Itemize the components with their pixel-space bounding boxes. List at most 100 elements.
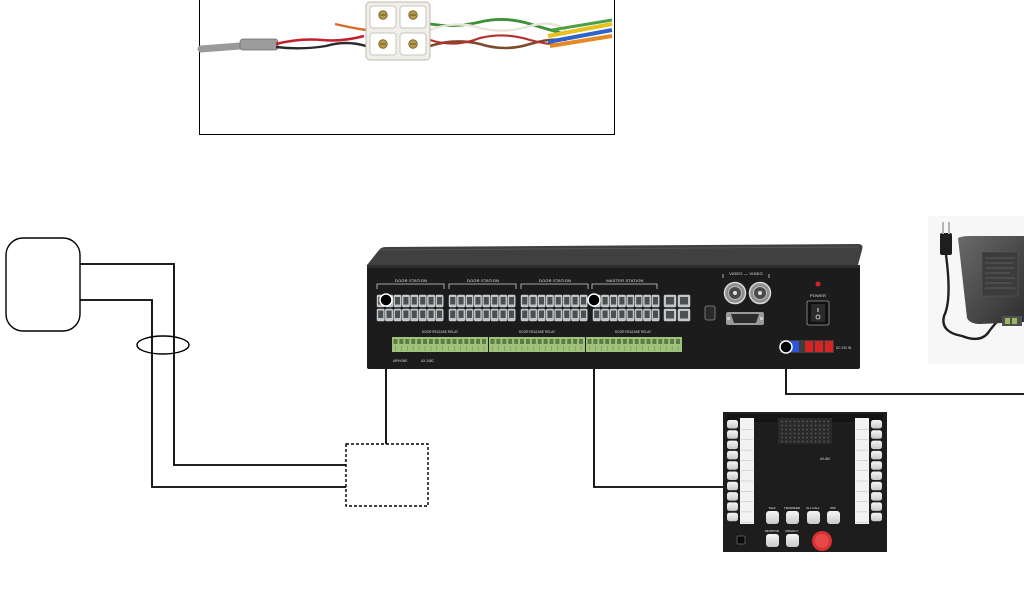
rj-jack (474, 294, 482, 308)
select-button (871, 461, 882, 470)
rj-jack (418, 294, 427, 308)
rj-jack (634, 294, 643, 308)
bundle-green (551, 18, 613, 32)
rj-jack (618, 308, 626, 322)
junction-box-dashed (345, 443, 429, 507)
button-label-talk: TALK (768, 506, 775, 510)
adapter-plug (940, 233, 952, 255)
select-button (871, 502, 882, 511)
rj-jack (507, 294, 516, 308)
right-wire-white (429, 22, 567, 32)
function-buttons (766, 511, 840, 551)
connection-dot-door (379, 293, 393, 307)
group-label-master: MASTER STATION (606, 278, 643, 283)
rj-jack (474, 308, 482, 322)
rj-jack (651, 308, 660, 322)
rj-jack (457, 294, 465, 308)
rj-jack (482, 294, 491, 308)
rj-jack (520, 294, 529, 308)
select-button (727, 430, 738, 439)
master-model: AX-8M (820, 457, 830, 461)
rj-jack (529, 308, 538, 322)
rj-jack (677, 294, 691, 308)
group-label-door-2: DOOR STATION (467, 278, 499, 283)
rj-jack (571, 294, 580, 308)
rj-jack (520, 308, 529, 322)
rj-jack (435, 308, 444, 322)
door-wire-upper (80, 263, 346, 466)
power-label: POWER (810, 293, 826, 298)
rj-jack (427, 294, 435, 308)
bundle-orange (549, 34, 613, 48)
rj-jack (643, 294, 652, 308)
select-button (871, 420, 882, 429)
serial-port (726, 312, 764, 325)
headset-jack (736, 535, 746, 545)
group-label-door-1: DOOR STATION (395, 278, 427, 283)
rj-jack (435, 294, 444, 308)
door-station-box (5, 237, 81, 332)
bundle-yellow (547, 22, 613, 38)
rj-jack (554, 294, 563, 308)
button-label-monitor: MONITOR (765, 529, 780, 533)
group-label-door-3: DOOR STATION (539, 278, 571, 283)
select-button (871, 430, 882, 439)
select-button (727, 461, 738, 470)
button-label-all-call: ALL CALL (806, 506, 820, 510)
rj-jack (609, 308, 618, 322)
rj-jack (418, 308, 427, 322)
rj-jack (618, 294, 626, 308)
left-wire-black (275, 41, 367, 50)
rj-jack (507, 308, 516, 322)
rj-jack (609, 294, 618, 308)
rj-jack (537, 308, 546, 322)
select-button (871, 450, 882, 460)
bundle-blue (547, 28, 613, 44)
rj-jack (601, 308, 610, 322)
left-wire-orange (334, 22, 367, 32)
relay-terminal-strips (392, 337, 682, 352)
terminal-block (365, 1, 431, 61)
select-button (871, 492, 882, 501)
select-button (871, 471, 882, 480)
rj-jack (448, 294, 457, 308)
rj-jack (677, 308, 691, 322)
rj-jack (571, 308, 580, 322)
select-button (727, 481, 738, 491)
rj-jack (546, 294, 554, 308)
select-button (871, 440, 882, 450)
relay-label-1: DOOR RELEASE RELAY (422, 330, 459, 334)
relay-terminal-strip (392, 337, 488, 352)
power-switch (806, 300, 830, 326)
rj-jack (529, 294, 538, 308)
select-button (727, 502, 738, 511)
rj-jack (482, 308, 491, 322)
select-button (727, 512, 738, 522)
connection-dot-master (587, 293, 601, 307)
bnc-connector-left (723, 281, 747, 305)
speaker-grill-holes (781, 420, 830, 443)
select-button (871, 512, 882, 522)
station-select-buttons (727, 418, 882, 524)
rj-jack (546, 308, 554, 322)
unit-model: AX-248C (421, 359, 435, 363)
rj-jack (499, 294, 507, 308)
relay-terminal-strip (586, 337, 682, 352)
rj-jack (393, 294, 402, 308)
select-button (727, 420, 738, 429)
rj-jack (663, 294, 677, 308)
door-station-wires (80, 263, 346, 488)
central-exchange-unit: DOOR STATION DOOR STATION DOOR STATION M… (367, 244, 863, 369)
rj-jack (490, 308, 499, 322)
rj-jack (402, 308, 410, 322)
rj-jack (376, 308, 385, 322)
speaker-grill (778, 418, 832, 444)
rj-jack (410, 308, 419, 322)
rj-jack (465, 294, 474, 308)
rj-jack (626, 308, 635, 322)
power-led (815, 281, 821, 287)
select-button (727, 440, 738, 450)
relay-terminal-strip (489, 337, 585, 352)
rj-jack (651, 294, 660, 308)
